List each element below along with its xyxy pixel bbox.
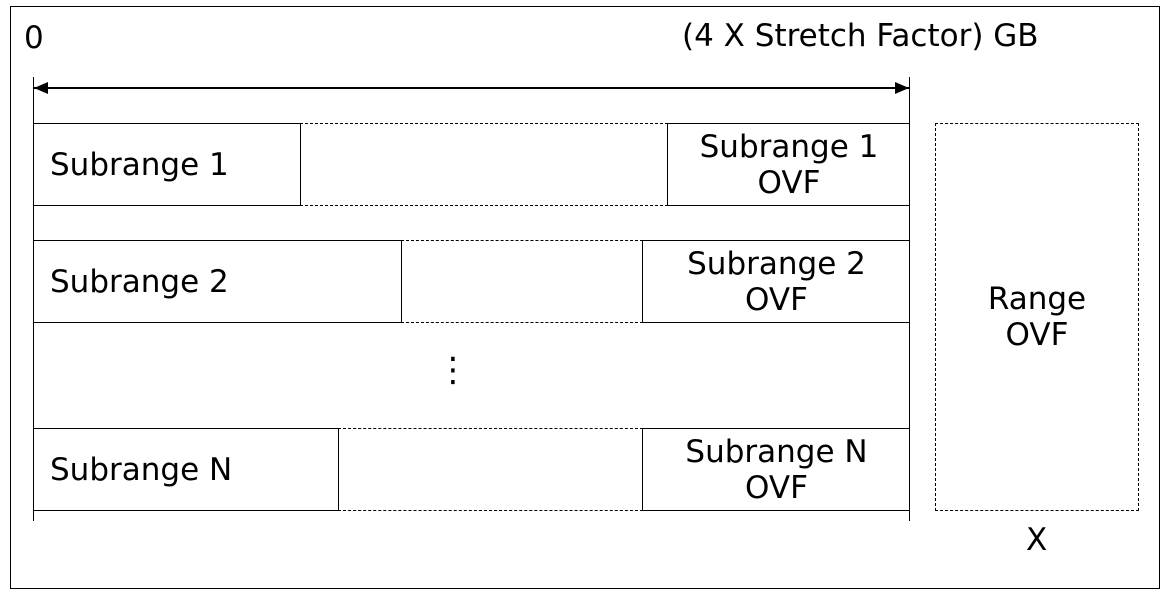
subrange-n-ovf-line2: OVF: [745, 469, 808, 506]
subrange-n-box: Subrange N: [33, 428, 339, 511]
subrange-1-label: Subrange 1: [50, 146, 229, 183]
subrange-1-box: Subrange 1: [33, 123, 301, 206]
range-arrow-right-head: [895, 82, 909, 94]
subrange-n-free-space: [338, 428, 643, 511]
subrange-2-ovf-line1: Subrange 2: [687, 245, 866, 282]
subrange-1-ovf-box: Subrange 1 OVF: [667, 123, 910, 206]
right-boundary-line: [909, 77, 910, 521]
range-ovf-box: Range OVF: [935, 123, 1139, 511]
range-ovf-line2: OVF: [1005, 317, 1069, 353]
subrange-n-label: Subrange N: [50, 451, 233, 488]
subrange-1-free-space: [300, 123, 668, 206]
diagram-frame: [10, 6, 1160, 589]
subrange-2-label: Subrange 2: [50, 263, 229, 300]
subrange-1-ovf-line1: Subrange 1: [699, 128, 879, 165]
axis-start-label: 0: [24, 20, 44, 56]
subrange-2-free-space: [401, 240, 643, 323]
vertical-ellipsis: ⋮: [436, 350, 470, 390]
subrange-n-ovf-line1: Subrange N: [685, 433, 868, 470]
range-ovf-size-label: X: [1026, 522, 1048, 558]
subrange-2-box: Subrange 2: [33, 240, 402, 323]
subrange-2-ovf-line2: OVF: [745, 281, 808, 318]
range-ovf-line1: Range: [987, 281, 1087, 317]
subrange-n-ovf-box: Subrange N OVF: [642, 428, 910, 511]
range-arrow-left-head: [34, 82, 48, 94]
subrange-1-ovf-line2: OVF: [757, 164, 821, 201]
subrange-2-ovf-box: Subrange 2 OVF: [642, 240, 910, 323]
axis-end-label: (4 X Stretch Factor) GB: [682, 18, 1039, 54]
